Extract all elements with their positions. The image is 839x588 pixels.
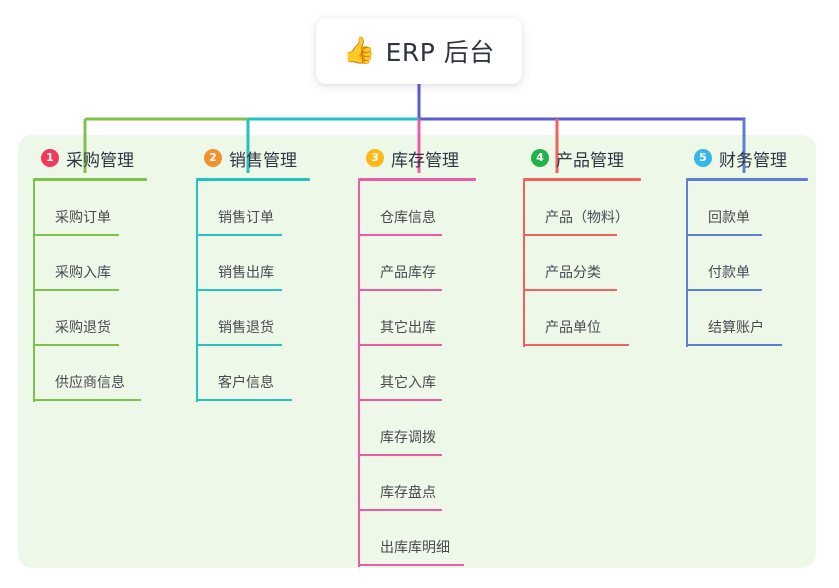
leaf-item-rule (686, 344, 782, 346)
leaf-item[interactable]: 其它出库 (358, 291, 476, 346)
leaf-item-rule (358, 564, 464, 566)
column-header-销售管理[interactable]: 2 销售管理 (196, 146, 310, 171)
leaf-item-rule (358, 454, 442, 456)
leaf-item[interactable]: 采购入库 (33, 236, 147, 291)
column-header-rule (686, 178, 808, 181)
leaf-item[interactable]: 其它入库 (358, 346, 476, 401)
leaf-item[interactable]: 出库库明细 (358, 511, 476, 566)
leaf-item-label: 产品（物料） (545, 210, 629, 226)
column-header-rule (523, 178, 641, 181)
column-销售管理: 2 销售管理销售订单销售出库销售退货客户信息 (196, 146, 310, 401)
column-库存管理: 3 库存管理仓库信息产品库存其它出库其它入库库存调拨库存盘点出库库明细 (358, 146, 476, 566)
leaf-item-rule (358, 234, 442, 236)
root-node-card[interactable]: 👍 ERP 后台 (316, 18, 522, 84)
leaf-item-rule (33, 234, 119, 236)
leaf-item-label: 库存调拨 (380, 430, 436, 446)
column-title: 产品管理 (556, 150, 624, 171)
leaf-item-rule (523, 344, 629, 346)
leaf-item[interactable]: 库存盘点 (358, 456, 476, 511)
column-badge: 3 (366, 149, 384, 167)
column-header-财务管理[interactable]: 5 财务管理 (686, 146, 808, 171)
leaf-item-label: 采购入库 (55, 265, 111, 281)
column-badge: 1 (41, 149, 59, 167)
leaf-item-label: 出库库明细 (380, 540, 450, 556)
column-badge: 2 (204, 149, 222, 167)
leaf-item-label: 结算账户 (708, 320, 764, 336)
leaf-item-rule (358, 344, 442, 346)
column-财务管理: 5 财务管理回款单付款单结算账户 (686, 146, 808, 346)
leaf-item[interactable]: 产品库存 (358, 236, 476, 291)
column-badge: 5 (694, 149, 712, 167)
leaf-item-label: 仓库信息 (380, 210, 436, 226)
column-header-库存管理[interactable]: 3 库存管理 (358, 146, 476, 171)
column-header-rule (196, 178, 310, 181)
leaf-item-label: 产品单位 (545, 320, 601, 336)
leaf-item[interactable]: 产品单位 (523, 291, 641, 346)
leaf-item-rule (33, 344, 119, 346)
leaf-item[interactable]: 付款单 (686, 236, 808, 291)
leaf-item-rule (358, 289, 442, 291)
leaf-item-label: 采购订单 (55, 210, 111, 226)
column-title: 财务管理 (719, 150, 787, 171)
leaf-item-label: 产品分类 (545, 265, 601, 281)
leaf-item-label: 库存盘点 (380, 485, 436, 501)
column-badge: 4 (531, 149, 549, 167)
column-header-rule (33, 178, 147, 181)
leaf-item-label: 采购退货 (55, 320, 111, 336)
leaf-item-rule (196, 344, 282, 346)
leaf-item-label: 其它入库 (380, 375, 436, 391)
leaf-item[interactable]: 回款单 (686, 181, 808, 236)
leaf-item[interactable]: 产品（物料） (523, 181, 641, 236)
leaf-item[interactable]: 库存调拨 (358, 401, 476, 456)
leaf-item-rule (686, 289, 762, 291)
leaf-item-label: 供应商信息 (55, 375, 125, 391)
diagram-panel (18, 135, 816, 568)
column-产品管理: 4 产品管理产品（物料） 产品分类产品单位 (523, 146, 641, 346)
column-header-产品管理[interactable]: 4 产品管理 (523, 146, 641, 171)
leaf-item[interactable]: 采购订单 (33, 181, 147, 236)
leaf-item[interactable]: 仓库信息 (358, 181, 476, 236)
leaf-item-label: 销售退货 (218, 320, 274, 336)
leaf-item[interactable]: 供应商信息 (33, 346, 147, 401)
leaf-item-label: 付款单 (708, 265, 750, 281)
leaf-item[interactable]: 销售出库 (196, 236, 310, 291)
leaf-item-label: 销售出库 (218, 265, 274, 281)
leaf-item-label: 其它出库 (380, 320, 436, 336)
column-title: 销售管理 (229, 150, 297, 171)
leaf-item[interactable]: 采购退货 (33, 291, 147, 346)
leaf-item-label: 销售订单 (218, 210, 274, 226)
leaf-item-rule (33, 399, 141, 401)
leaf-item-rule (358, 509, 442, 511)
leaf-item[interactable]: 销售订单 (196, 181, 310, 236)
column-title: 采购管理 (66, 150, 134, 171)
leaf-item-rule (686, 234, 762, 236)
leaf-item-label: 产品库存 (380, 265, 436, 281)
leaf-item-rule (523, 234, 617, 236)
root-node-title: ERP 后台 (385, 38, 495, 67)
leaf-item-rule (33, 289, 119, 291)
column-header-采购管理[interactable]: 1 采购管理 (33, 146, 147, 171)
leaf-item-rule (358, 399, 442, 401)
column-header-rule (358, 178, 476, 181)
leaf-item[interactable]: 结算账户 (686, 291, 808, 346)
leaf-item-label: 回款单 (708, 210, 750, 226)
column-采购管理: 1 采购管理采购订单采购入库采购退货供应商信息 (33, 146, 147, 401)
leaf-item[interactable]: 销售退货 (196, 291, 310, 346)
leaf-item[interactable]: 客户信息 (196, 346, 310, 401)
leaf-item[interactable]: 产品分类 (523, 236, 641, 291)
leaf-item-rule (196, 399, 292, 401)
column-title: 库存管理 (391, 150, 459, 171)
leaf-item-rule (196, 234, 282, 236)
thumbs-up-icon: 👍 (343, 36, 376, 66)
leaf-item-rule (196, 289, 282, 291)
leaf-item-label: 客户信息 (218, 375, 274, 391)
leaf-item-rule (523, 289, 617, 291)
